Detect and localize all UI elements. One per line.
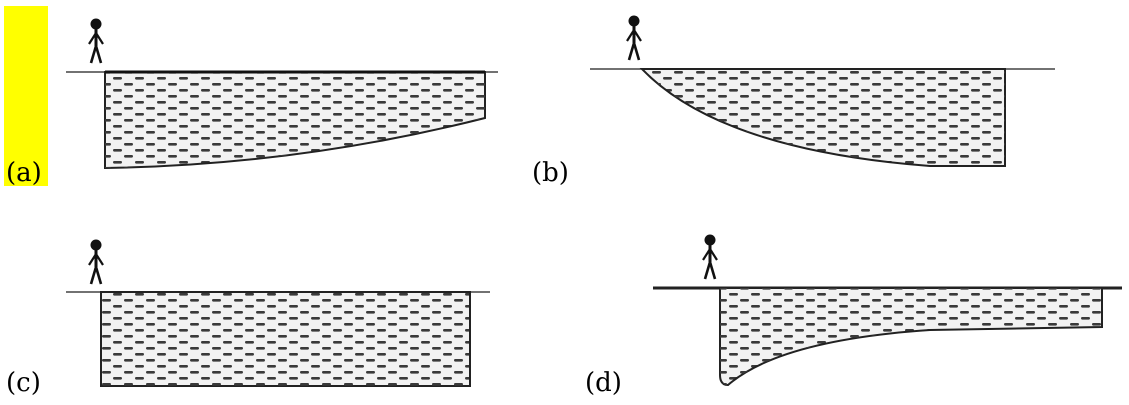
panel-d-diagram (653, 233, 1122, 387)
panel-b-diagram (590, 14, 1055, 167)
panel-label-b: (b) (532, 158, 569, 188)
person-icon (625, 14, 643, 62)
person-icon (87, 238, 105, 286)
panel-a-diagram (66, 17, 498, 170)
person-icon (701, 233, 719, 281)
panel-c-diagram (66, 238, 490, 387)
highlight-box (4, 6, 48, 186)
panel-label-c: (c) (6, 368, 41, 398)
panel-label-d: (d) (585, 368, 622, 398)
panel-label-a: (a) (6, 158, 42, 188)
person-icon (87, 17, 105, 65)
